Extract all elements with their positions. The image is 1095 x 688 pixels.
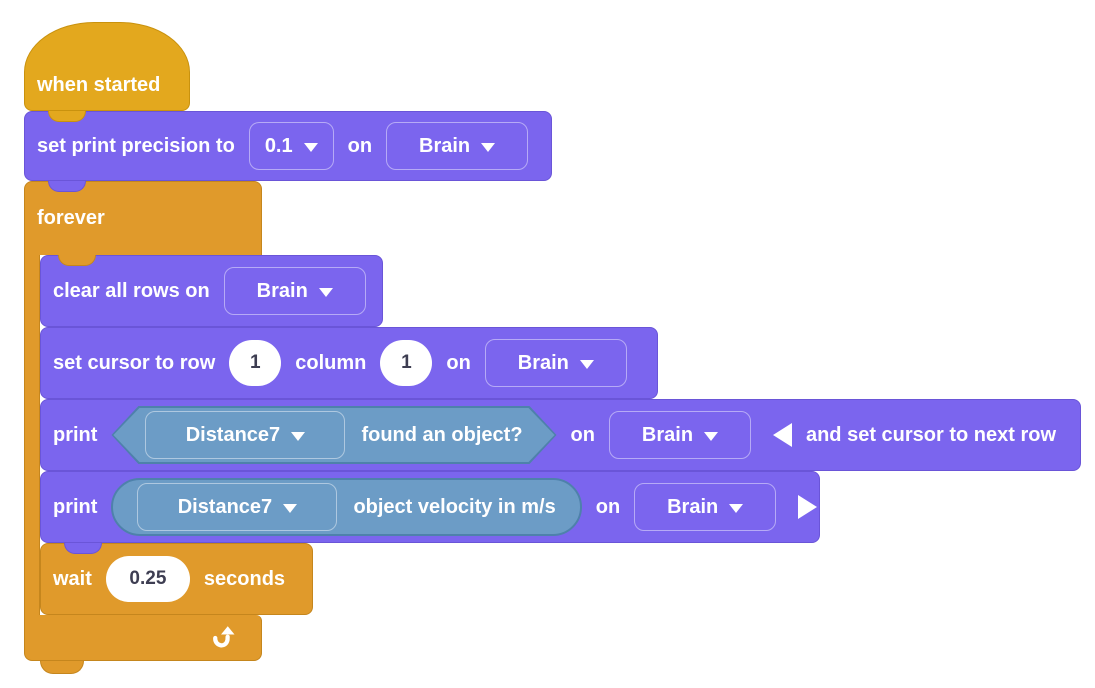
boolean-found-object[interactable]: Distance7 found an object? [111, 406, 556, 464]
set-cursor-label: set cursor to row [53, 351, 216, 374]
print-label: print [53, 495, 98, 518]
forever-arm [24, 255, 40, 615]
when-started-label: when started [37, 74, 161, 96]
set-print-precision-label: set print precision to [37, 134, 235, 157]
block-set-cursor[interactable]: set cursor to row 1 column 1 on Brain [40, 327, 658, 399]
object-velocity-label: object velocity in m/s [353, 495, 556, 518]
expand-toggle-icon[interactable] [798, 495, 818, 519]
on-label: on [446, 351, 471, 374]
block-connector-tab [58, 255, 96, 266]
precision-value: 0.1 [264, 134, 293, 157]
on-label: on [570, 423, 595, 446]
collapse-toggle-icon[interactable] [772, 423, 792, 447]
dropdown-caret-icon [481, 143, 496, 152]
device-value: Brain [517, 351, 569, 374]
column-input[interactable]: 1 [380, 340, 433, 386]
dropdown-caret-icon [318, 288, 333, 297]
clear-all-rows-label: clear all rows on [53, 279, 210, 302]
sensor-value: Distance7 [185, 423, 281, 446]
print-label: print [53, 423, 98, 446]
block-clear-all-rows[interactable]: clear all rows on Brain [40, 255, 383, 327]
wait-label: wait [53, 567, 92, 590]
device-value: Brain [256, 279, 308, 302]
block-set-print-precision[interactable]: set print precision to 0.1 on Brain [24, 111, 552, 181]
loop-arrow-icon [213, 626, 235, 648]
seconds-input[interactable]: 0.25 [105, 556, 190, 602]
reporter-object-velocity[interactable]: Distance7 object velocity in m/s [111, 478, 582, 536]
forever-label: forever [37, 207, 105, 229]
device-dropdown[interactable]: Brain [386, 122, 529, 170]
block-when-started[interactable]: when started [24, 22, 190, 111]
block-print-velocity[interactable]: print Distance7 object velocity in m/s o… [40, 471, 820, 543]
dropdown-caret-icon [579, 360, 594, 369]
precision-dropdown[interactable]: 0.1 [248, 122, 334, 170]
on-label: on [347, 134, 373, 157]
block-print-found-object[interactable]: print Distance7 found an object? on Brai… [40, 399, 1081, 471]
device-dropdown[interactable]: Brain [608, 411, 751, 459]
block-connector-tab [48, 111, 86, 122]
block-connector-tab [64, 543, 102, 554]
dropdown-caret-icon [283, 504, 298, 513]
block-connector-tab [48, 181, 86, 192]
dropdown-caret-icon [729, 504, 744, 513]
block-wait[interactable]: wait 0.25 seconds [40, 543, 313, 615]
device-dropdown[interactable]: Brain [223, 267, 366, 315]
dropdown-caret-icon [704, 432, 719, 441]
block-connector-tab [40, 661, 84, 674]
found-object-label: found an object? [361, 423, 523, 446]
sensor-value: Distance7 [177, 495, 273, 518]
device-value: Brain [641, 423, 694, 446]
device-dropdown[interactable]: Brain [484, 339, 627, 387]
block-forever[interactable]: forever [24, 181, 262, 255]
forever-footer[interactable] [24, 615, 262, 661]
sensor-dropdown[interactable]: Distance7 [137, 483, 338, 531]
column-label: column [295, 351, 367, 374]
on-label: on [595, 495, 621, 518]
device-dropdown[interactable]: Brain [634, 483, 777, 531]
sensor-dropdown[interactable]: Distance7 [145, 411, 345, 459]
device-value: Brain [667, 495, 719, 518]
device-value: Brain [419, 134, 471, 157]
dropdown-caret-icon [291, 432, 305, 441]
seconds-label: seconds [203, 567, 286, 590]
dropdown-caret-icon [303, 143, 318, 152]
row-input[interactable]: 1 [229, 340, 282, 386]
set-cursor-next-row-label: and set cursor to next row [805, 423, 1057, 446]
